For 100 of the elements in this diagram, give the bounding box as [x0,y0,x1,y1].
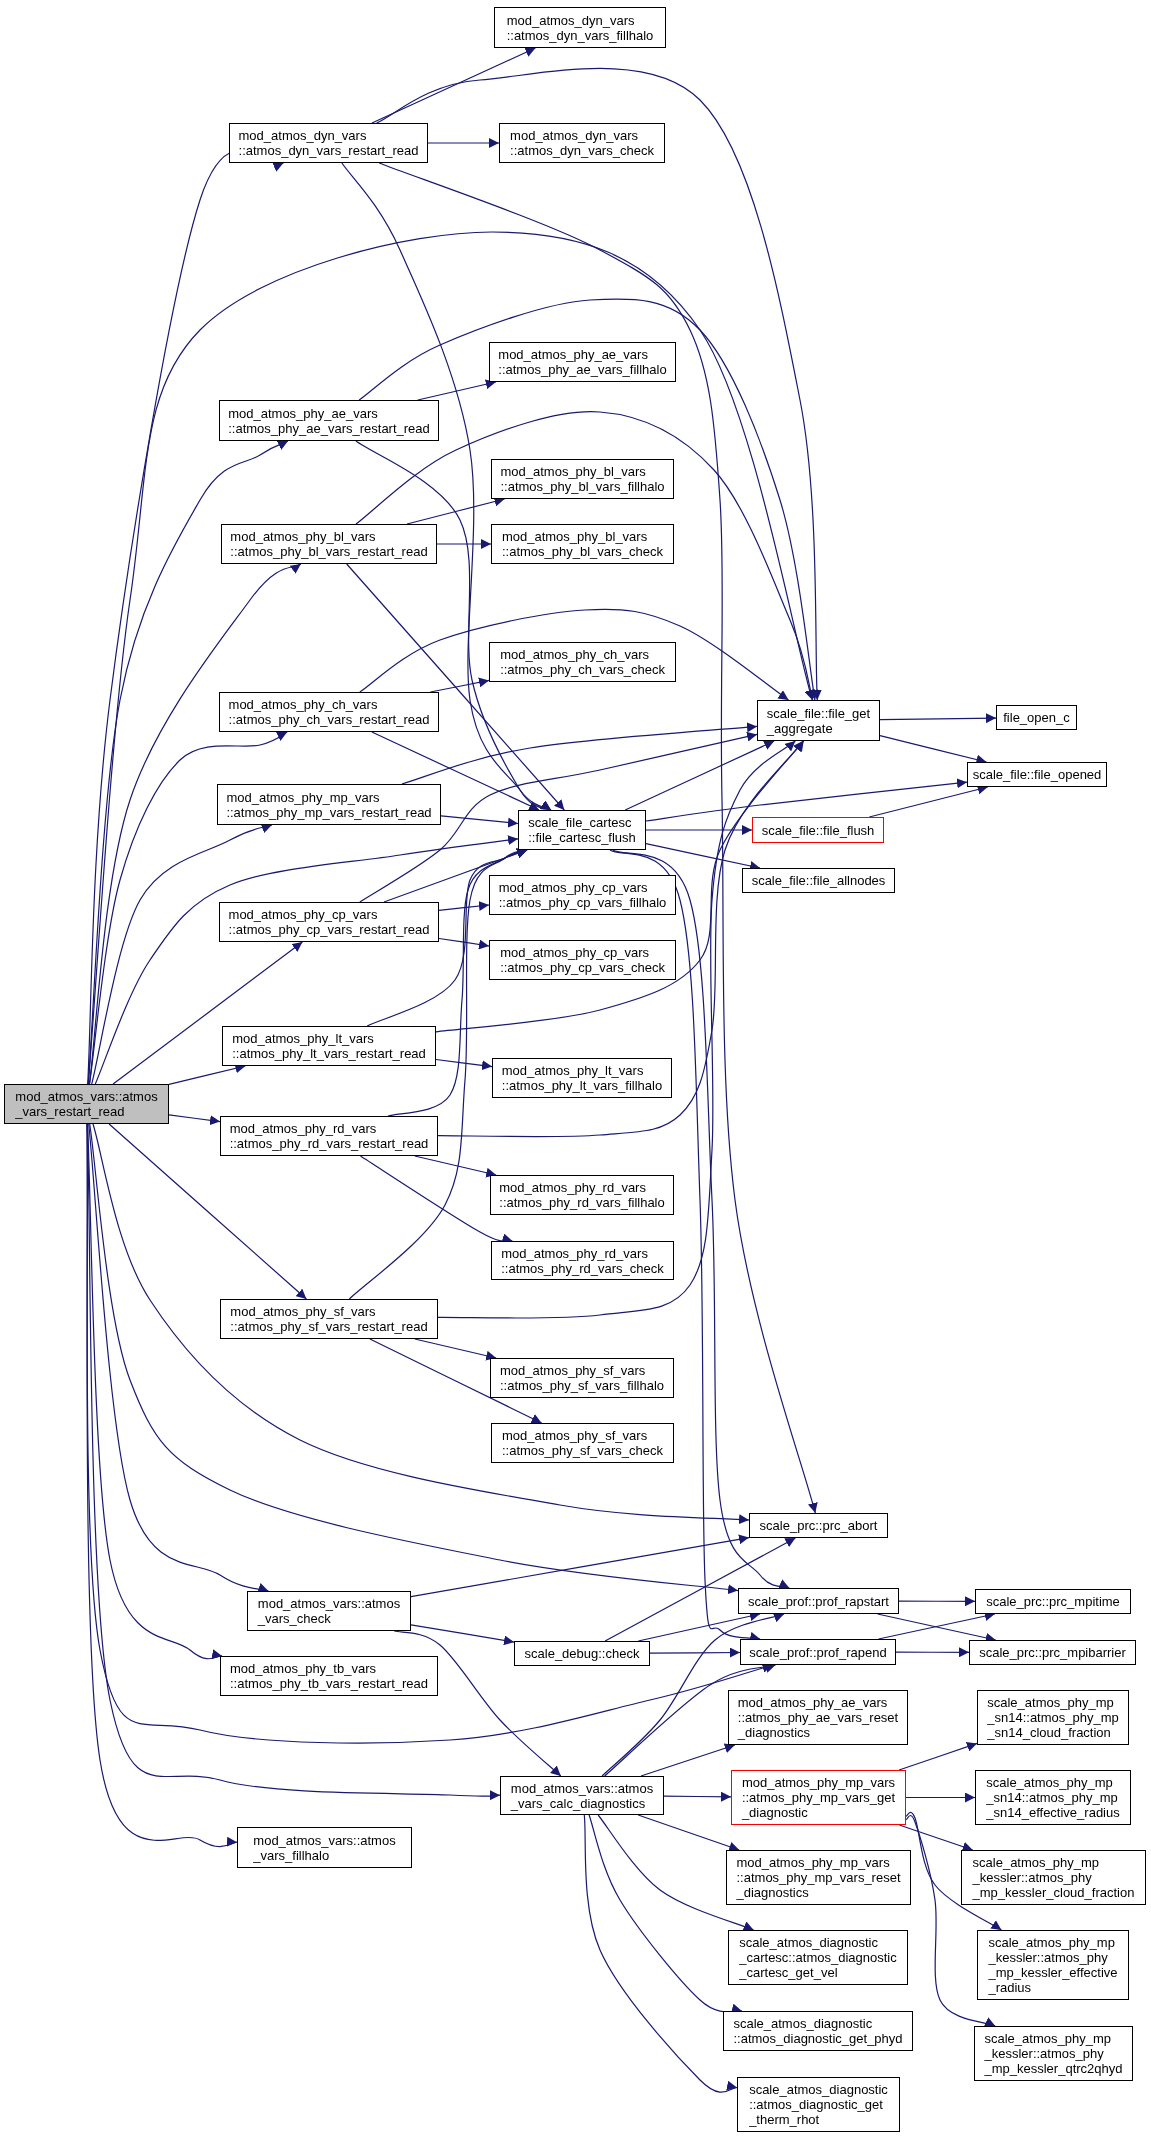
arrow [612,849,790,1590]
function-box [975,1589,1131,1614]
arrow [378,162,818,1514]
arrow [86,1123,501,1801]
function-name: mod_atmos_phy_ae_vars ::atmos_phy_ae_vars_restart_read [228,405,430,436]
function-box [499,123,665,163]
function-name: mod_atmos_vars::atmos _vars_calc_diagnostics [510,1780,654,1811]
function-name: mod_atmos_phy_ae_vars ::atmos_phy_ae_vars_reset _diagnostics [737,1695,899,1740]
function-name: mod_atmos_phy_cp_vars ::atmos_phy_cp_vars_restart_read [228,907,430,937]
arrow [583,1814,738,2093]
function-box [491,1241,674,1280]
arrow [427,138,500,148]
function-name: scale_atmos_phy_mp _sn14::atmos_phy_mp _sn14_effective_radius [986,1775,1120,1820]
function-box [977,1930,1129,2000]
function-box [757,700,880,741]
function-name: mod_atmos_dyn_vars ::atmos_dyn_vars_check [510,128,654,158]
arrow [376,68,822,701]
function-name: mod_atmos_vars::atmos _vars_check [257,1596,401,1626]
arrow [414,1155,497,1178]
function-name: scale_atmos_phy_mp _kessler::atmos_phy _mp_kessler_cloud_fraction [972,1855,1135,1900]
arrow [637,1814,740,1852]
function-name: scale_prc::prc_abort [759,1518,878,1533]
arrow [87,440,289,1085]
function-name: mod_atmos_phy_sf_vars ::atmos_phy_sf_vars_restart_read [230,1304,428,1334]
arrow [905,1814,996,2028]
arrow [88,731,288,1085]
function-box [977,1690,1129,1745]
function-box [490,1358,674,1398]
arrow [410,1534,750,1598]
function-box [490,1175,674,1215]
function-name: scale_prof::prof_rapend [749,1644,887,1660]
function-box [219,400,439,441]
arrow [346,563,565,811]
arrow [348,847,528,1300]
function-name: mod_atmos_phy_rd_vars ::atmos_phy_rd_vars_check [501,1245,664,1276]
function-box [489,875,676,915]
arrow [879,713,997,724]
arrow [895,1647,970,1658]
arrow [436,539,492,549]
function-name: mod_atmos_phy_cp_vars ::atmos_phy_cp_vars_fillhalo [498,880,667,910]
arrow [414,1338,497,1361]
arrow [369,1338,543,1424]
function-box [996,705,1077,730]
function-box [728,1930,908,1985]
function-box [749,1513,888,1538]
arrow [905,1811,1002,1931]
function-box [492,1058,672,1098]
function-box [500,1776,664,1815]
arrow [663,1791,732,1802]
arrow [112,941,303,1085]
function-box [220,1116,438,1156]
function-box [221,524,437,564]
arrow [89,1123,739,1595]
arrow [898,1741,978,1771]
function-name: mod_atmos_phy_rd_vars ::atmos_phy_rd_vars_restart_read [229,1121,429,1151]
function-box [752,817,884,843]
arrow [640,1743,736,1777]
function-box [514,1641,650,1666]
function-box [220,1299,438,1339]
function-name: mod_atmos_phy_bl_vars ::atmos_phy_bl_vars_check [501,529,664,559]
function-name: mod_atmos_phy_mp_vars ::atmos_phy_mp_vars_restart_read [226,789,432,820]
arrow [359,608,790,701]
function-name: mod_atmos_phy_mp_vars ::atmos_phy_mp_vars_get _diagnostic [741,1775,896,1820]
function-name: mod_atmos_dyn_vars ::atmos_dyn_vars_restart_read [238,128,419,158]
function-box [737,2077,900,2132]
function-name: scale_atmos_phy_mp _sn14::atmos_phy_mp _sn14_cloud_fraction [987,1695,1119,1740]
function-box [491,459,674,499]
arrow [437,740,805,1138]
function-box [494,7,666,48]
arrow [440,815,519,828]
function-name: mod_atmos_phy_lt_vars ::atmos_phy_lt_vars_fillhalo [501,1063,663,1093]
function-box [4,1084,169,1124]
function-box [229,123,428,163]
function-name: mod_atmos_phy_ch_vars ::atmos_phy_ch_vars_restart_read [228,697,430,727]
function-box [489,342,676,382]
function-box [738,1588,899,1614]
function-name: scale_atmos_diagnostic ::atmos_diagnostic_get _therm_rhot [749,2082,888,2127]
arrow [417,379,497,401]
function-name: mod_atmos_phy_sf_vars ::atmos_phy_sf_vars_check [501,1428,664,1458]
arrow [435,1058,493,1071]
arrow [86,1123,238,1849]
function-name: mod_atmos_phy_ch_vars ::atmos_phy_ch_vars_check [500,647,665,677]
function-name: scale_prc::prc_mpitime [986,1594,1120,1609]
arrow [438,937,490,950]
function-box [723,2011,913,2051]
function-box [974,2026,1133,2081]
arrow [410,1624,515,1646]
function-name: file_open_c [1003,710,1070,725]
function-box [219,902,439,942]
function-name: mod_atmos_phy_cp_vars ::atmos_phy_cp_vars_check [500,945,665,975]
function-name: scale_atmos_diagnostic _cartesc::atmos_diagnostic _cartesc_get_vel [739,1935,897,1980]
function-box [728,1690,908,1745]
arrow [898,1596,976,1607]
arrow [108,1123,307,1300]
function-name: mod_atmos_phy_bl_vars ::atmos_phy_bl_vars_restart_read [230,529,428,559]
function-name: scale_prc::prc_mpibarrier [979,1645,1126,1660]
function-box [489,940,676,980]
function-box [247,1591,411,1631]
arrow [371,47,536,124]
function-box [731,1770,906,1825]
